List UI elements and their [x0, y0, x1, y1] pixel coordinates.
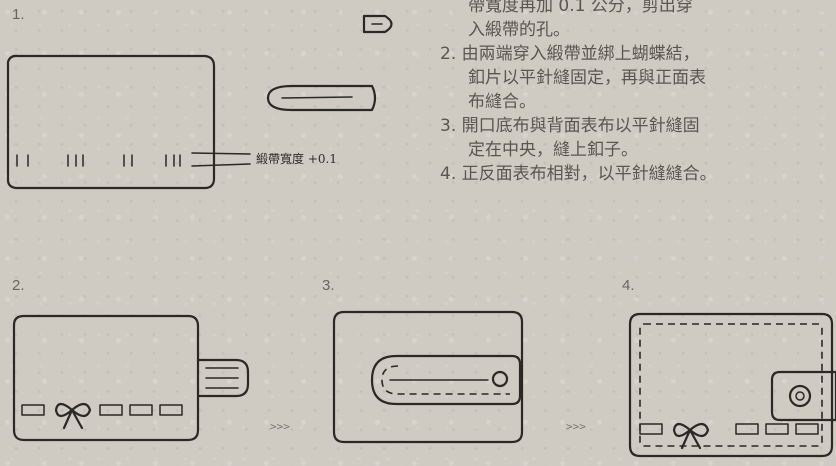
step-2-wallet — [12, 314, 250, 442]
instruction-line: 釦片以平針縫固定，再與正面表 — [468, 68, 706, 88]
step-1-label: 1. — [12, 6, 25, 23]
step-4-label: 4. — [622, 277, 635, 294]
instruction-line: 定在中央，縫上釦子。 — [468, 140, 638, 160]
step-1-strap — [266, 84, 377, 112]
instruction-line: 布縫合。 — [468, 92, 536, 112]
arrow-next-1: >>> — [270, 420, 290, 433]
step-3-label: 3. — [322, 277, 335, 294]
arrow-next-2: >>> — [566, 420, 586, 433]
instruction-line: 2. 由兩端穿入緞帶並綁上蝴蝶結， — [440, 44, 700, 64]
instruction-line: 3. 開口底布與背面表布以平針縫固 — [440, 116, 700, 136]
step-1-tab-piece — [362, 14, 393, 34]
instruction-line: 帶寬度再加 0.1 公分，剪出穿 — [468, 0, 693, 16]
step-4-wallet — [628, 312, 836, 458]
instructions-text: 帶寬度再加 0.1 公分，剪出穿 入緞帶的孔。 2. 由兩端穿入緞帶並綁上蝴蝶結… — [440, 0, 836, 186]
instruction-line: 4. 正反面表布相對，以平針縫縫合。 — [440, 164, 717, 184]
step-1-fabric-panel — [6, 54, 251, 190]
ribbon-width-note: 緞帶寬度 +0.1 — [256, 152, 337, 166]
step-2-label: 2. — [12, 277, 25, 294]
step-3-wallet — [332, 310, 524, 444]
instruction-line: 入緞帶的孔。 — [468, 20, 570, 40]
